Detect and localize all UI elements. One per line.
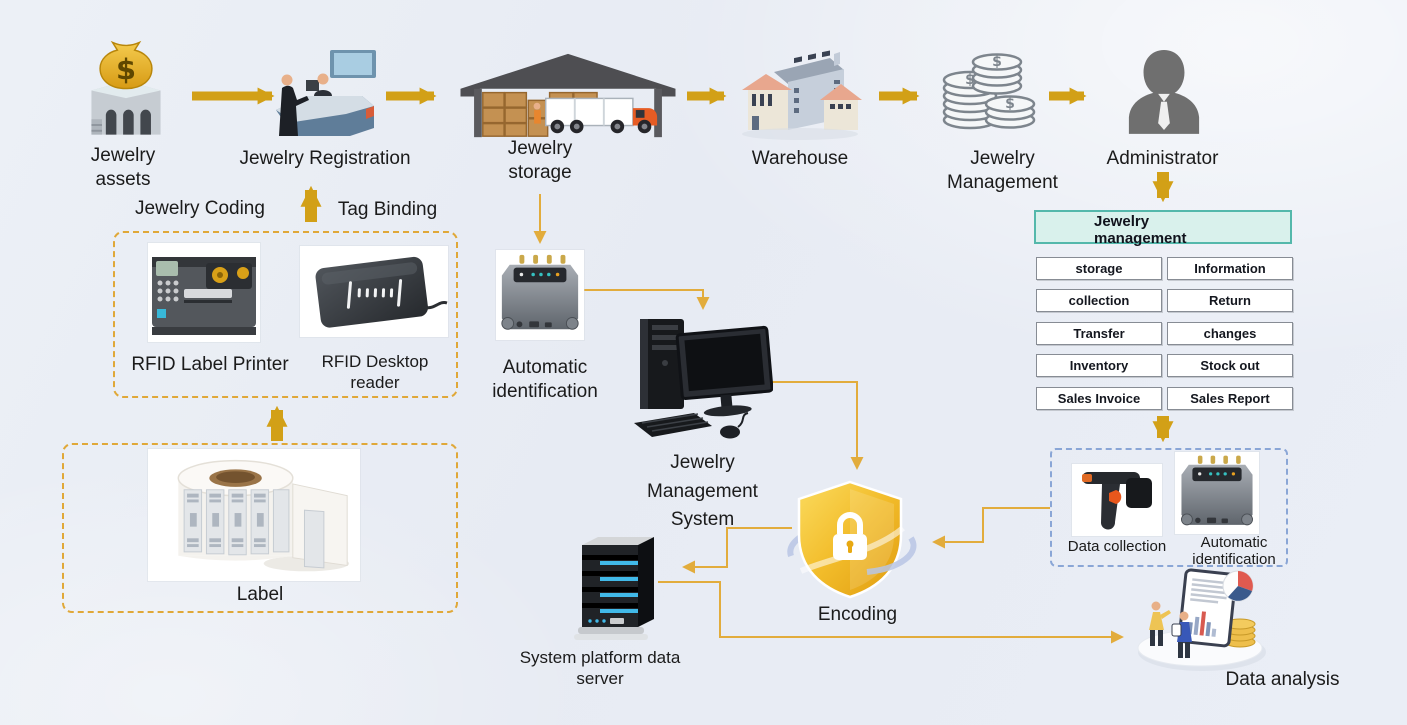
panel-button-stock-out: Stock out: [1167, 354, 1293, 377]
jewelry-coding-label: Jewelry Coding: [135, 198, 265, 219]
svg-text:$: $: [116, 52, 136, 86]
administrator-icon: [1128, 50, 1200, 134]
encoding-shield-icon: [787, 480, 917, 599]
jewelry-assets-label: Jewelry assets: [90, 145, 156, 190]
auto-ident-right-photo: [1175, 452, 1259, 534]
tag-binding-label: Tag Binding: [337, 199, 438, 220]
panel-button-return: Return: [1167, 289, 1293, 312]
warehouse-label: Warehouse: [751, 148, 849, 169]
rfid-label-printer-label: RFID Label Printer: [131, 354, 289, 375]
administrator-label: Administrator: [1106, 148, 1219, 169]
panel-button-sales-report: Sales Report: [1167, 387, 1293, 410]
jewelry-storage-icon: [460, 53, 676, 138]
panel-button-changes: changes: [1167, 322, 1293, 345]
auto-ident-right-label: Automatic identification: [1192, 534, 1276, 569]
label-roll-box: [62, 443, 458, 613]
rfid-desktop-reader-photo: [300, 246, 448, 337]
panel-button-transfer: Transfer: [1036, 322, 1162, 345]
jewelry-registration-label: Jewelry Registration: [239, 148, 411, 169]
analyst-figures: [1149, 601, 1192, 658]
server-icon: [574, 537, 654, 640]
label-roll-icon: [177, 459, 350, 572]
jewelry-management-icon: $ $ $: [942, 53, 1036, 130]
panel-button-information: Information: [1167, 257, 1293, 280]
rfid-desktop-reader-label: RFID Desktop reader: [321, 352, 429, 393]
panel-title: Jewelry management: [1034, 210, 1292, 247]
data-collection-photo: [1072, 464, 1162, 536]
panel-button-collection: collection: [1036, 289, 1162, 312]
auto-ident-left-label: Automatic identification: [492, 357, 598, 402]
warehouse-icon: [742, 50, 862, 140]
encoding-label: Encoding: [817, 604, 898, 625]
jewelry-management-label: Jewelry Management: [947, 148, 1058, 193]
server-label: System platform data server: [519, 648, 681, 689]
auto-ident-left-photo: [496, 250, 584, 340]
auto-ident-right-icon: [1181, 455, 1253, 526]
jewelry-assets-icon: $: [91, 40, 161, 135]
rfid-label-printer-icon: [152, 257, 256, 335]
panel-button-sales-invoice: Sales Invoice: [1036, 387, 1162, 410]
label-caption: Label: [236, 584, 284, 605]
data-analysis-label: Data analysis: [1225, 669, 1340, 690]
computer-label: Jewelry Management System: [647, 452, 758, 530]
panel-button-inventory: Inventory: [1036, 354, 1162, 377]
svg-text:$: $: [992, 54, 1002, 70]
jewelry-registration-icon: [276, 50, 376, 136]
data-collection-label: Data collection: [1067, 538, 1167, 555]
svg-text:$: $: [965, 72, 975, 88]
rfid-label-printer-photo: [148, 243, 260, 342]
auto-ident-left-icon: [501, 254, 579, 330]
computer-icon: [634, 319, 773, 439]
label-roll-photo: [148, 449, 360, 581]
svg-text:$: $: [1005, 96, 1015, 112]
data-collection-icon: [1082, 472, 1152, 530]
rfid-desktop-reader-icon: [315, 256, 448, 328]
jewelry-storage-label: Jewelry storage: [507, 138, 573, 183]
data-analysis-icon: [1137, 568, 1266, 671]
printer-reader-box: [113, 231, 458, 398]
panel-button-storage: storage: [1036, 257, 1162, 280]
device-box: [1050, 448, 1288, 567]
